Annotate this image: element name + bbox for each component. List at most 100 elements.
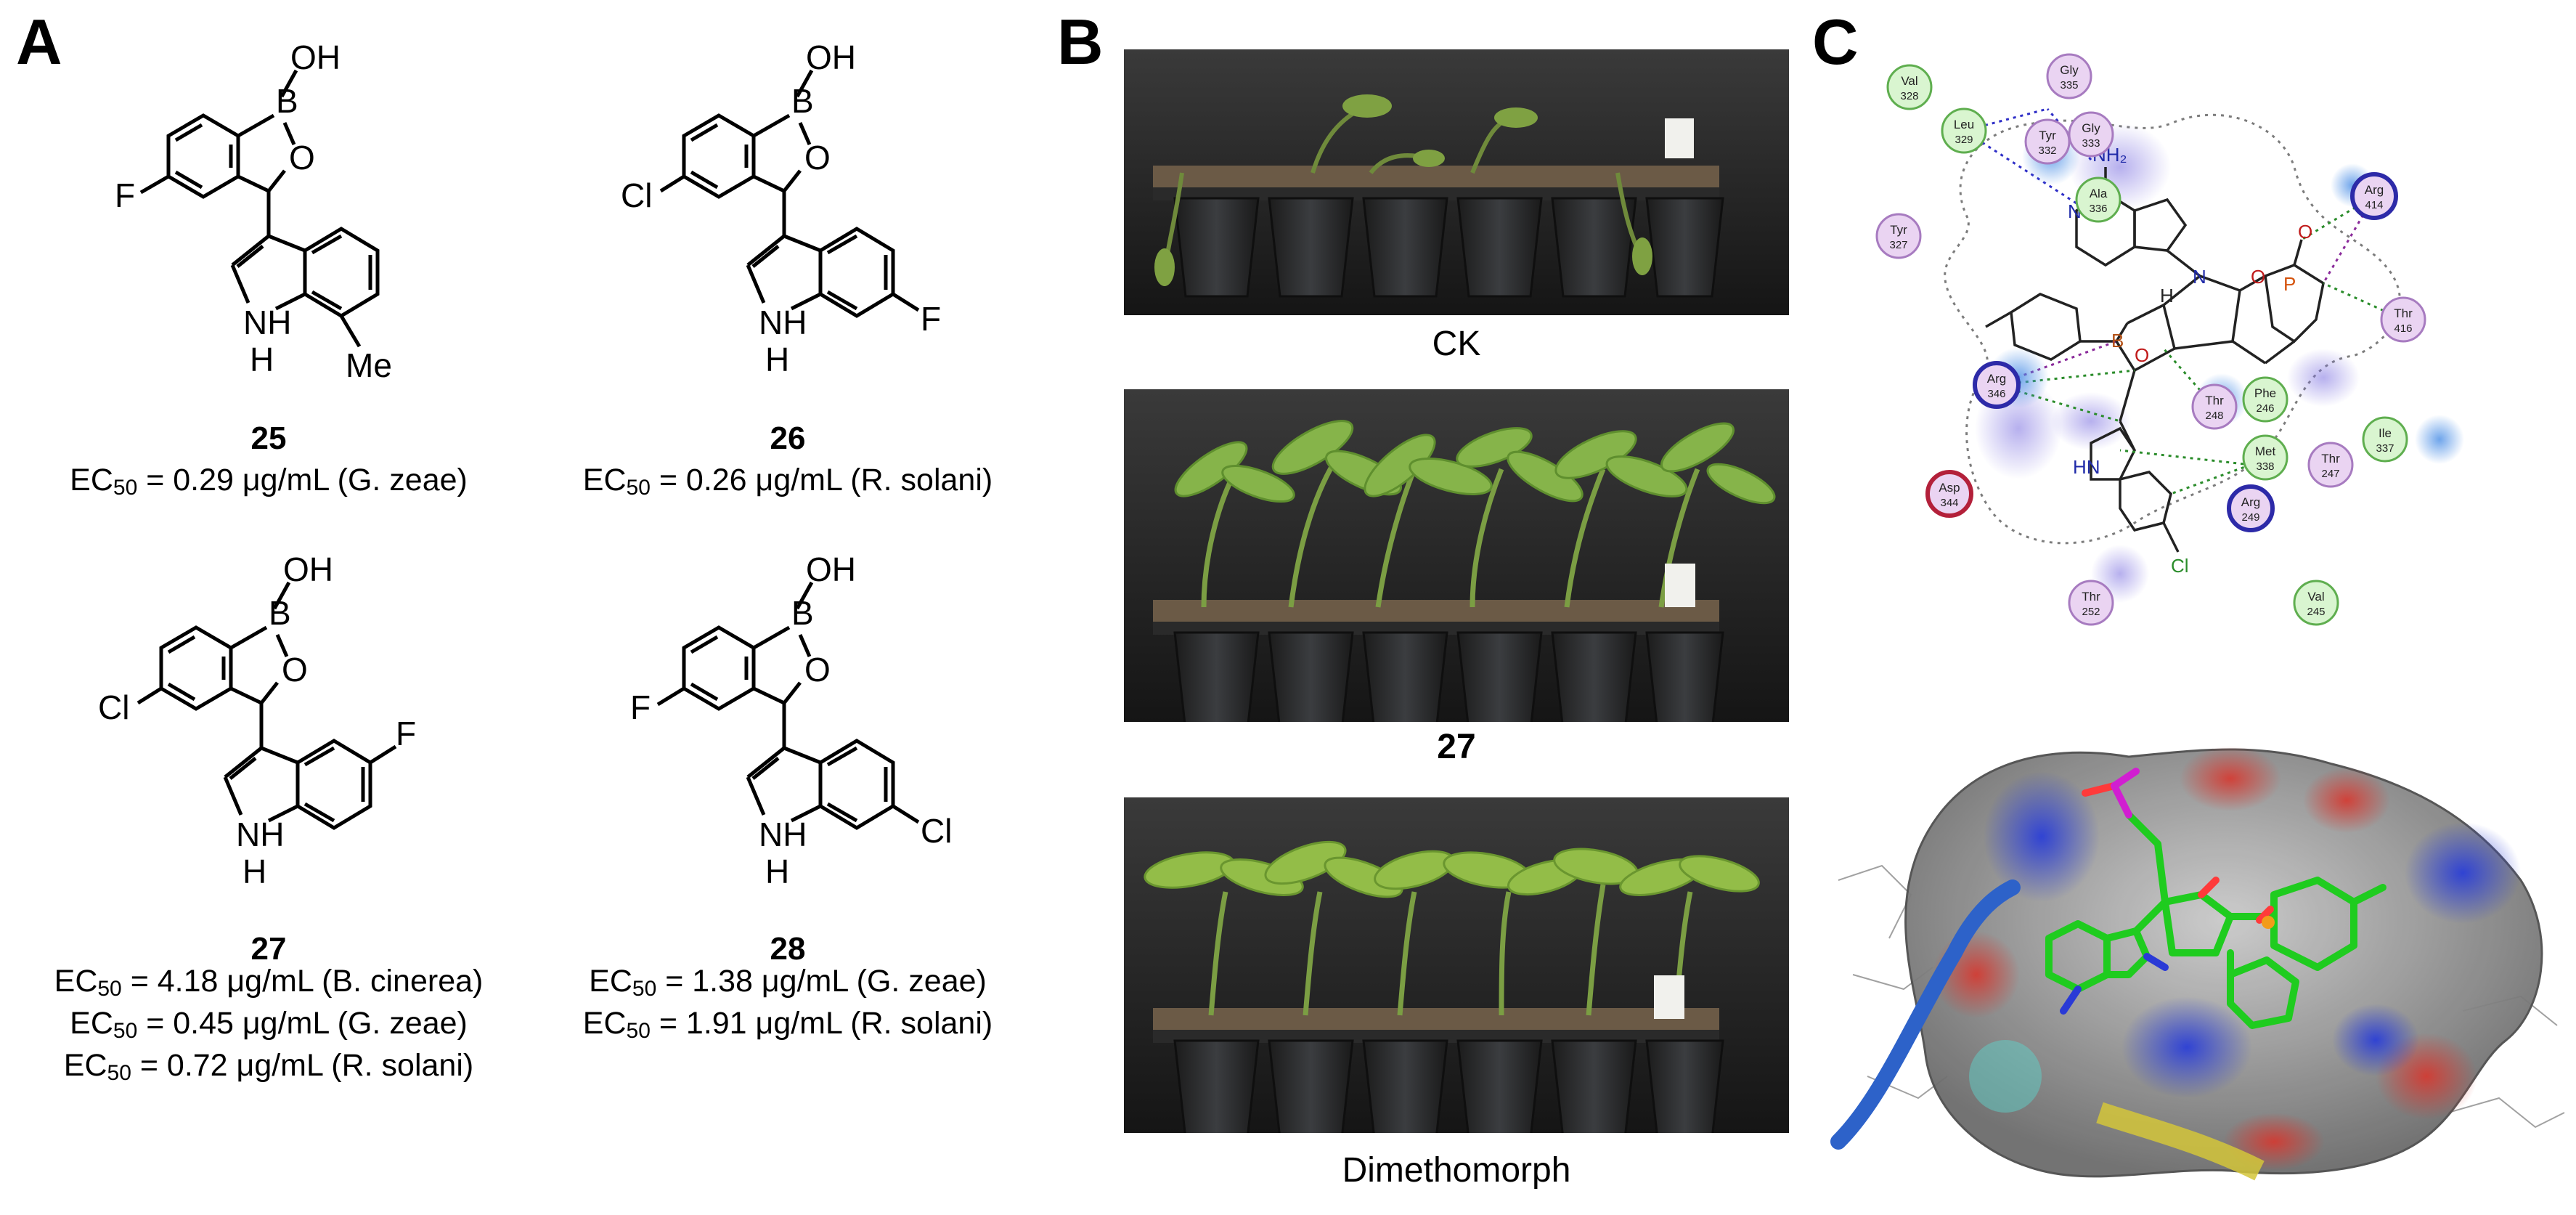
residue-asp-344: Asp 344 xyxy=(1925,470,1973,518)
residue-name: Thr xyxy=(2321,452,2340,466)
ec50-line: EC50 = 0.45 μg/mL (G. zeae) xyxy=(70,1006,468,1043)
atom-label: B xyxy=(791,594,814,632)
residue-ile-337: Ile 337 xyxy=(2362,416,2408,463)
residue-number: 414 xyxy=(2365,199,2383,211)
panel-label-a: A xyxy=(16,6,62,78)
residue-met-338: Met 338 xyxy=(2242,434,2288,481)
ligand-label: P xyxy=(2283,273,2296,295)
residue-name: Leu xyxy=(1954,118,1974,131)
residue-thr-248: Thr 248 xyxy=(2191,383,2238,430)
atom-label: O xyxy=(289,139,315,176)
ligand-label: N xyxy=(2193,266,2206,288)
atom-label: B xyxy=(276,82,298,120)
atom-label: O xyxy=(804,139,831,176)
ligand-label: HN xyxy=(2073,456,2100,478)
residue-number: 246 xyxy=(2256,402,2274,415)
ligand-label: B xyxy=(2111,330,2124,352)
residue-tyr-327: Tyr 327 xyxy=(1875,213,1922,259)
photo-caption-27: 27 xyxy=(1437,728,1476,766)
atom-label: B xyxy=(269,594,291,632)
residue-number: 249 xyxy=(2241,511,2259,524)
atom-label: B xyxy=(791,82,814,120)
structure-25: F B O OH NH H Me xyxy=(115,38,392,384)
residue-name: Arg xyxy=(2241,495,2260,509)
ligand-label: Cl xyxy=(2171,555,2189,577)
residue-leu-329: Leu 329 xyxy=(1941,107,1987,154)
atom-label: Me xyxy=(346,346,392,384)
residue-name: Tyr xyxy=(2039,129,2056,142)
atom-label: Cl xyxy=(98,688,129,726)
photo-caption-ck: CK xyxy=(1432,325,1481,363)
atom-label: O xyxy=(804,651,831,688)
atom-label: NH xyxy=(243,304,291,341)
residue-number: 336 xyxy=(2089,203,2107,215)
ligand-label: H xyxy=(2160,285,2174,306)
residue-name: Gly xyxy=(2060,63,2079,77)
residue-number: 338 xyxy=(2256,460,2274,473)
ec50-line: EC50 = 1.91 μg/mL (R. solani) xyxy=(582,1006,993,1043)
residue-name: Thr xyxy=(2205,394,2224,407)
residue-name: Asp xyxy=(1939,481,1960,495)
residue-number: 327 xyxy=(1889,239,1907,251)
atom-label: O xyxy=(282,651,308,688)
residue-layer: Val328Gly335Gly333Tyr332Leu329Ala336Arg4… xyxy=(1875,53,2426,626)
docking-surface-image xyxy=(1824,735,2576,1191)
structure-26: Cl B O OH NH H F xyxy=(621,38,941,378)
residue-number: 332 xyxy=(2038,145,2056,157)
compound-number-26: 26 xyxy=(770,420,806,456)
residue-number: 248 xyxy=(2205,410,2223,422)
photo-caption-dimethomorph: Dimethomorph xyxy=(1342,1151,1571,1190)
compound-number-28: 28 xyxy=(770,931,806,967)
structures-canvas: F B O OH NH H Me Cl B O OH NH H F Cl B O… xyxy=(98,38,952,890)
atom-label: NH xyxy=(759,304,807,341)
residue-number: 346 xyxy=(1987,388,2005,400)
residue-thr-247: Thr 247 xyxy=(2307,442,2354,488)
atom-label: F xyxy=(396,715,416,752)
atom-label: H xyxy=(765,853,789,890)
residue-name: Ile xyxy=(2379,426,2392,440)
residue-name: Thr xyxy=(2394,306,2413,320)
residue-name: Met xyxy=(2255,444,2276,458)
atom-label: Cl xyxy=(921,812,952,850)
residue-number: 329 xyxy=(1955,134,1973,146)
residue-arg-346: Arg 346 xyxy=(1973,361,2021,409)
compound-number-25: 25 xyxy=(250,420,287,456)
residue-ala-336: Ala 336 xyxy=(2075,176,2121,223)
residue-name: Val xyxy=(2307,590,2324,604)
residue-gly-333: Gly 333 xyxy=(2068,111,2114,158)
structure-27: Cl B O OH NH H F xyxy=(98,550,416,890)
atom-label: OH xyxy=(283,550,333,588)
atom-label: H xyxy=(242,853,266,890)
residue-name: Val xyxy=(1901,74,1917,88)
ec50-line: EC50 = 0.29 μg/mL (G. zeae) xyxy=(70,463,468,500)
residue-number: 416 xyxy=(2394,322,2412,335)
residue-number: 337 xyxy=(2376,442,2394,455)
residue-name: Phe xyxy=(2254,386,2276,400)
photo-dimethomorph xyxy=(1124,797,1789,1133)
residue-name: Gly xyxy=(2082,121,2100,135)
residue-name: Arg xyxy=(1987,372,2006,386)
atom-label: F xyxy=(921,300,941,338)
residue-number: 344 xyxy=(1940,497,1958,509)
atom-label: OH xyxy=(290,38,341,76)
atom-label: NH xyxy=(759,816,807,853)
ec50-line: EC50 = 4.18 μg/mL (B. cinerea) xyxy=(54,964,484,1001)
residue-name: Thr xyxy=(2082,590,2100,604)
atom-label: H xyxy=(250,341,274,378)
residue-name: Ala xyxy=(2090,187,2108,200)
residue-thr-416: Thr 416 xyxy=(2380,296,2426,343)
ligand-label: O xyxy=(2251,266,2265,288)
interaction-diagram: NH₂ N N P O O B O H HN Cl Val328Gly335Gl… xyxy=(1875,53,2464,626)
residue-number: 333 xyxy=(2082,137,2100,150)
atom-label: OH xyxy=(806,550,856,588)
photo-ck xyxy=(1124,49,1789,315)
residue-number: 247 xyxy=(2321,468,2339,480)
atom-label: OH xyxy=(806,38,856,76)
residue-name: Tyr xyxy=(1890,223,1907,237)
ec50-line: EC50 = 0.26 μg/mL (R. solani) xyxy=(582,463,993,500)
